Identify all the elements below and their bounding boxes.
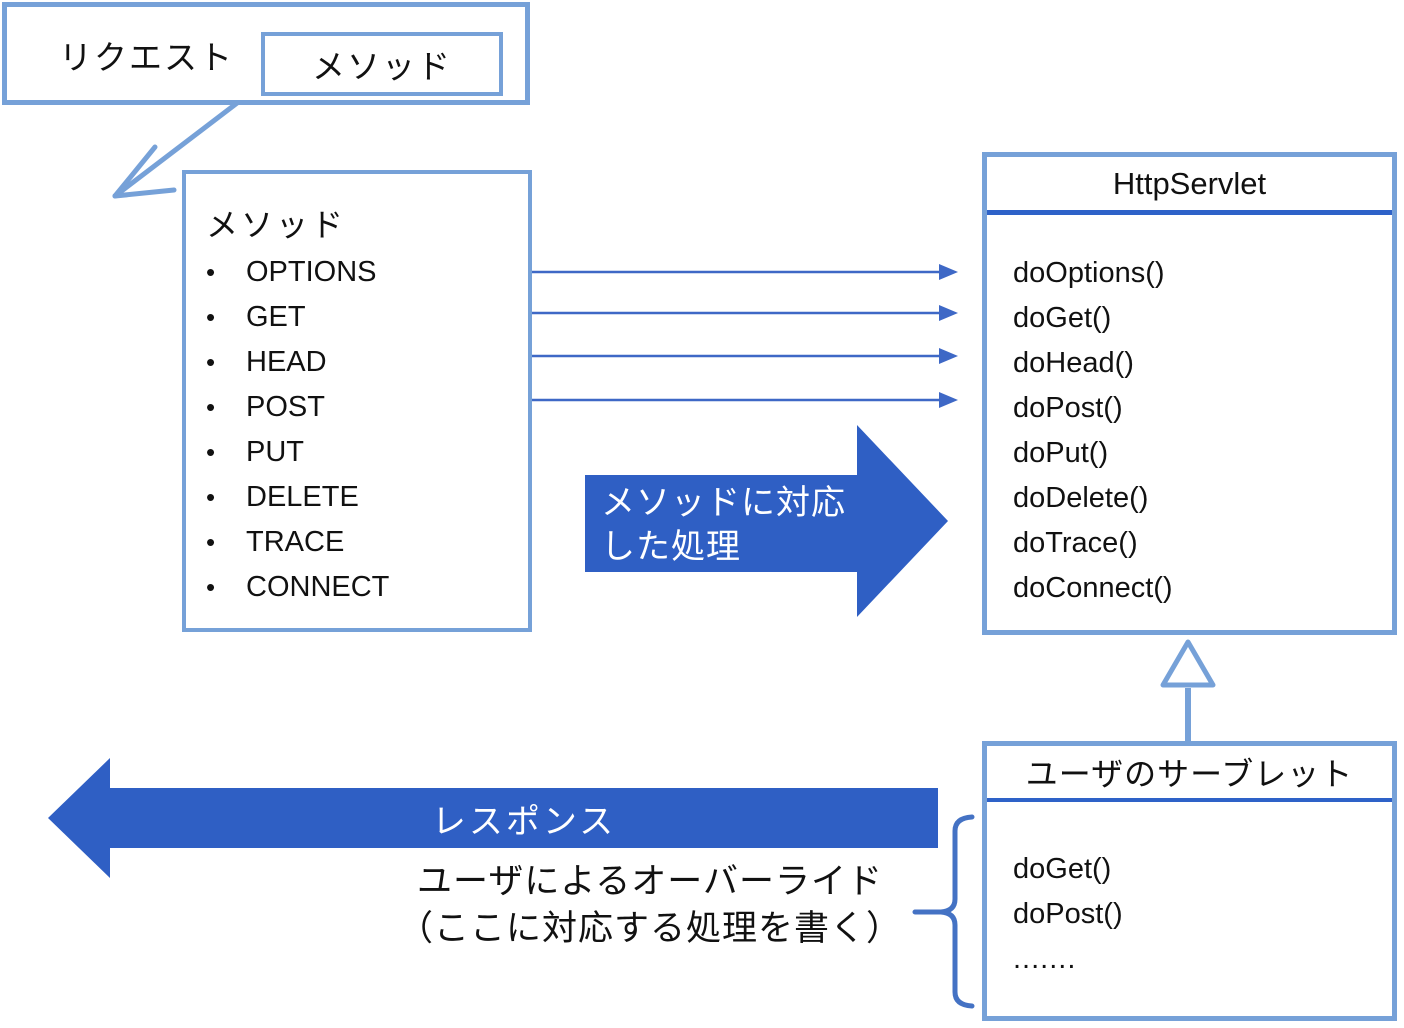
list-item: doConnect() bbox=[1013, 572, 1173, 604]
list-item: doOptions() bbox=[1013, 257, 1165, 289]
list-item: TRACE bbox=[206, 520, 389, 565]
method-item-label: POST bbox=[246, 391, 325, 423]
method-item-label: PUT bbox=[246, 436, 304, 468]
process-arrow-label-line2: した処理 bbox=[601, 528, 741, 566]
bullet-icon bbox=[206, 347, 246, 378]
list-item: HEAD bbox=[206, 340, 389, 385]
httpservlet-class-box: HttpServlet doOptions() doGet() doHead()… bbox=[982, 152, 1397, 635]
override-note-line2: （ここに対応する処理を書く） bbox=[397, 909, 902, 948]
httpservlet-divider bbox=[987, 210, 1392, 215]
method-item-label: CONNECT bbox=[246, 571, 390, 603]
user-servlet-class-box: ユーザのサーブレット doGet() doPost() ....... bbox=[982, 741, 1397, 1021]
list-item: doTrace() bbox=[1013, 527, 1138, 559]
bullet-icon bbox=[206, 482, 246, 513]
bullet-icon bbox=[206, 527, 246, 558]
method-list-box: メソッド OPTIONS GET HEAD POST PUT DELETE TR… bbox=[182, 170, 532, 632]
bullet-icon bbox=[206, 302, 246, 333]
method-item-label: DELETE bbox=[246, 481, 359, 513]
list-item: POST bbox=[206, 385, 389, 430]
bullet-icon bbox=[206, 572, 246, 603]
list-item: doPut() bbox=[1013, 437, 1109, 469]
list-item: doPost() bbox=[1013, 392, 1123, 424]
inheritance-arrow bbox=[1160, 639, 1216, 741]
list-item: doGet() bbox=[1013, 302, 1112, 334]
request-method-chip: メソッド bbox=[261, 32, 503, 96]
method-item-label: HEAD bbox=[246, 346, 327, 378]
override-note-line1: ユーザによるオーバーライド bbox=[417, 862, 883, 901]
process-arrow-label: メソッドに対応 した処理 bbox=[601, 481, 846, 569]
list-item: GET bbox=[206, 295, 389, 340]
bullet-icon bbox=[206, 437, 246, 468]
method-list: OPTIONS GET HEAD POST PUT DELETE TRACE C… bbox=[206, 250, 389, 610]
request-box: リクエスト メソッド bbox=[2, 2, 530, 105]
list-item: PUT bbox=[206, 430, 389, 475]
list-item: doGet() bbox=[1013, 853, 1112, 885]
method-item-label: TRACE bbox=[246, 526, 345, 558]
ellipsis-item: ....... bbox=[1013, 943, 1077, 975]
response-arrow-label: レスポンス bbox=[431, 802, 617, 841]
list-item: doPost() bbox=[1013, 898, 1123, 930]
list-item: doDelete() bbox=[1013, 482, 1149, 514]
method-list-title: メソッド bbox=[206, 207, 347, 243]
user-servlet-title: ユーザのサーブレット bbox=[1025, 756, 1354, 792]
list-item: OPTIONS bbox=[206, 250, 389, 295]
user-servlet-method-list: doGet() doPost() ....... bbox=[1013, 847, 1123, 976]
bullet-icon bbox=[206, 257, 246, 288]
override-note: ユーザによるオーバーライド （ここに対応する処理を書く） bbox=[360, 858, 940, 952]
httpservlet-method-list: doOptions() doGet() doHead() doPost() do… bbox=[1013, 251, 1173, 611]
list-item: DELETE bbox=[206, 475, 389, 520]
httpservlet-title: HttpServlet bbox=[1112, 165, 1267, 201]
list-item: doHead() bbox=[1013, 347, 1134, 379]
user-servlet-divider bbox=[987, 798, 1392, 802]
method-item-label: GET bbox=[246, 301, 306, 333]
list-item: CONNECT bbox=[206, 565, 389, 610]
request-label: リクエスト bbox=[59, 38, 234, 76]
process-arrow-label-line1: メソッドに対応 bbox=[601, 484, 846, 522]
method-item-label: OPTIONS bbox=[246, 256, 377, 288]
bullet-icon bbox=[206, 392, 246, 423]
